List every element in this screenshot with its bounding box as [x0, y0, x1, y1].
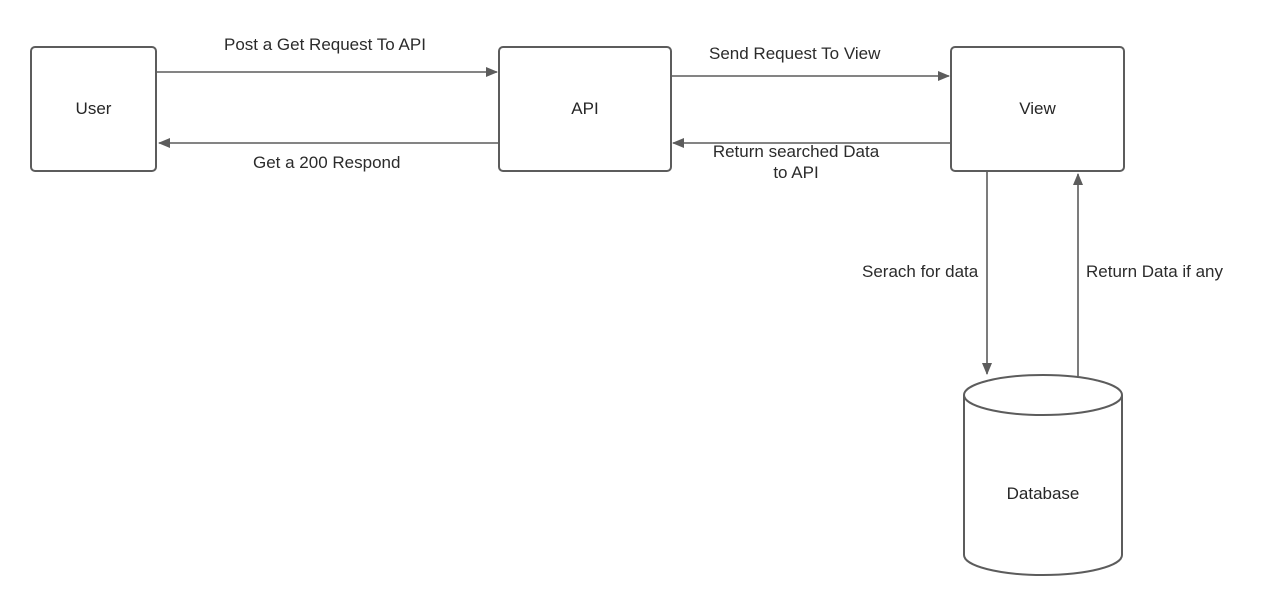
- database-node-label: Database: [1006, 484, 1080, 503]
- edge-label-view-to-api-line1: Return searched Data: [712, 142, 880, 161]
- edge-label-user-to-api: Post a Get Request To API: [224, 35, 426, 54]
- edge-label-api-to-view: Send Request To View: [709, 44, 881, 63]
- user-node-label: User: [75, 99, 112, 118]
- user-node: User: [30, 46, 157, 172]
- view-node-label: View: [1019, 99, 1056, 118]
- edge-label-database-to-view: Return Data if any: [1086, 262, 1224, 281]
- api-node-label: API: [571, 99, 599, 118]
- edge-label-api-to-user: Get a 200 Respond: [253, 153, 401, 172]
- edge-label-view-to-api: Return searched Data to API: [701, 141, 891, 183]
- api-node: API: [498, 46, 672, 172]
- database-cylinder: [963, 374, 1123, 576]
- edge-label-view-to-database: Serach for data: [862, 262, 979, 281]
- view-node: View: [950, 46, 1125, 172]
- edge-label-view-to-api-line2: to API: [773, 163, 819, 182]
